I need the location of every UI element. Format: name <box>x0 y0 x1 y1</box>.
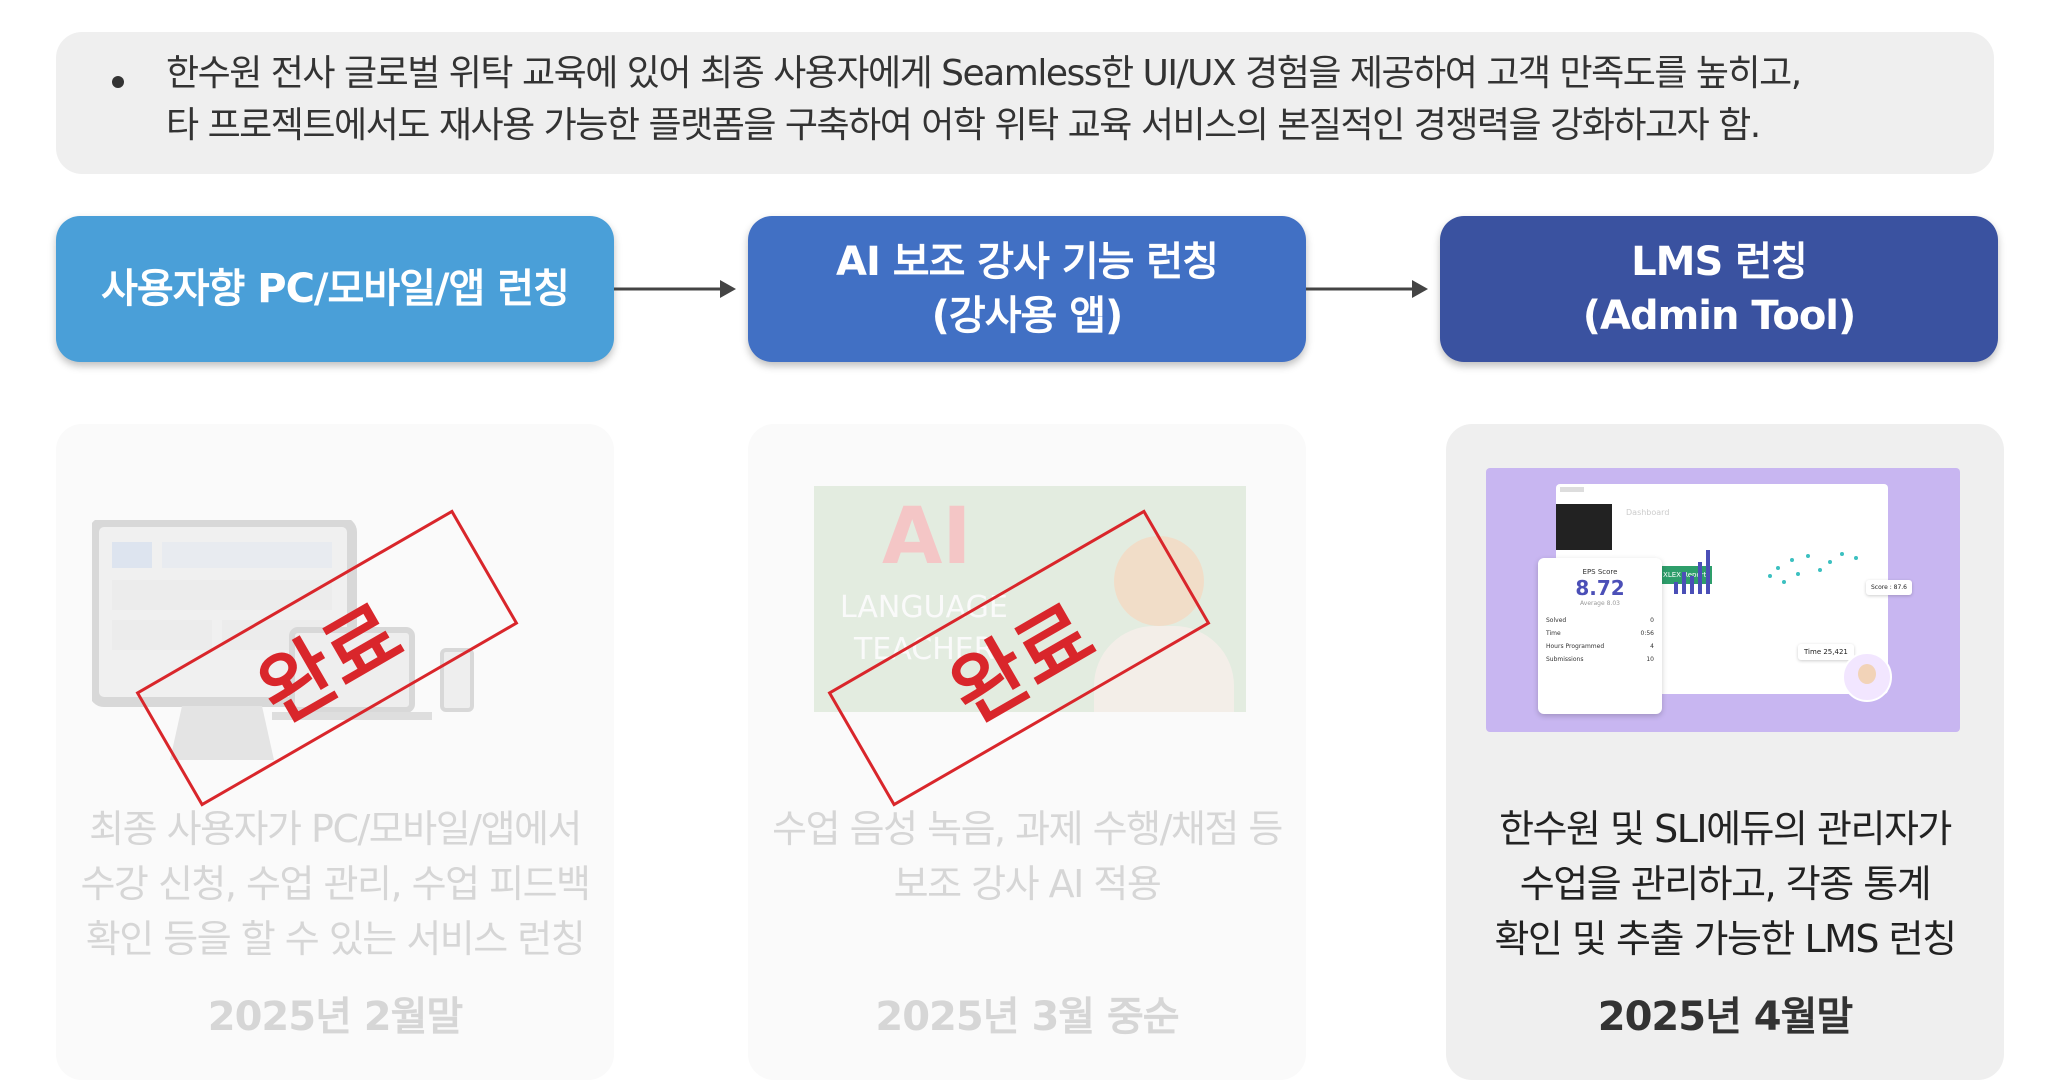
eps-average: Average 8.03 <box>1580 600 1620 607</box>
bar-chart-graphic <box>1674 550 1710 594</box>
card-description: 수업 음성 녹음, 과제 수행/채점 등 보조 강사 AI 적용 <box>748 802 1306 912</box>
image-teacher-text: TEACHER <box>854 632 995 667</box>
bullet-icon <box>112 76 124 88</box>
phase-title: 사용자향 PC/모바일/앱 런칭 <box>101 266 570 312</box>
desc-line: 수업을 관리하고, 각종 통계 <box>1519 862 1932 906</box>
ai-teacher-image: AI LANGUAGE TEACHER <box>814 486 1246 712</box>
desc-line: 확인 및 추출 가능한 LMS 런칭 <box>1494 917 1957 961</box>
card-ai-assistant: AI LANGUAGE TEACHER 수업 음성 녹음, 과제 수행/채점 등… <box>748 424 1306 1080</box>
arrow-right-icon <box>1306 280 1428 298</box>
desc-line: 수강 신청, 수업 관리, 수업 피드백 <box>80 862 591 906</box>
phase-subtitle: (강사용 앱) <box>931 293 1124 339</box>
phase-user-launch: 사용자향 PC/모바일/앱 런칭 <box>56 216 614 362</box>
card-lms: Dashboard Download XLEX Report EPS Score… <box>1446 424 2004 1080</box>
teacher-body <box>1094 626 1234 712</box>
image-language-text: LANGUAGE <box>840 590 1008 625</box>
desc-line: 확인 등을 할 수 있는 서비스 런칭 <box>85 917 586 961</box>
phase-title: AI 보조 강사 기능 런칭 <box>836 239 1219 285</box>
score-tooltip: Score : 87.6 <box>1866 580 1912 595</box>
card-date: 2025년 2월말 <box>207 994 464 1040</box>
intro-line-1: 한수원 전사 글로벌 위탁 교육에 있어 최종 사용자에게 Seamless한 … <box>166 53 1802 94</box>
teacher-figure <box>1114 536 1204 626</box>
desc-line: 보조 강사 AI 적용 <box>893 862 1162 906</box>
card-date: 2025년 3월 중순 <box>875 994 1179 1040</box>
phase-ai-assistant-launch: AI 보조 강사 기능 런칭 (강사용 앱) <box>748 216 1306 362</box>
eps-score-label: EPS Score <box>1582 568 1618 576</box>
phase-title: LMS 런칭 <box>1631 239 1808 285</box>
phase-subtitle: (Admin Tool) <box>1582 293 1857 339</box>
lms-dashboard-image: Dashboard Download XLEX Report EPS Score… <box>1486 468 1960 732</box>
arrow-right-icon <box>614 280 736 298</box>
phase-lms-launch: LMS 런칭 (Admin Tool) <box>1440 216 1998 362</box>
devices-illustration <box>92 520 474 760</box>
image-ai-text: AI <box>882 492 972 582</box>
card-description: 한수원 및 SLI에듀의 관리자가 수업을 관리하고, 각종 통계 확인 및 추… <box>1446 802 2004 967</box>
card-date: 2025년 4월말 <box>1597 994 1854 1040</box>
avatar <box>1842 652 1892 702</box>
eps-score-value: 8.72 <box>1575 576 1625 600</box>
card-description: 최종 사용자가 PC/모바일/앱에서 수강 신청, 수업 관리, 수업 피드백 … <box>56 802 614 967</box>
avatar-face <box>1858 664 1876 684</box>
intro-line-2: 타 프로젝트에서도 재사용 가능한 플랫폼을 구축하여 어학 위탁 교육 서비스… <box>166 105 1761 146</box>
desc-line: 한수원 및 SLI에듀의 관리자가 <box>1499 807 1952 851</box>
window-dots <box>1560 487 1584 492</box>
card-user-launch: 최종 사용자가 PC/모바일/앱에서 수강 신청, 수업 관리, 수업 피드백 … <box>56 424 614 1080</box>
time-tooltip: Time 25,421 <box>1798 644 1854 660</box>
desc-line: 수업 음성 녹음, 과제 수행/채점 등 <box>772 807 1283 851</box>
dashboard-sidebar <box>1556 504 1612 550</box>
dashboard-title: Dashboard <box>1626 508 1670 517</box>
desc-line: 최종 사용자가 PC/모바일/앱에서 <box>89 807 582 851</box>
intro-banner: 한수원 전사 글로벌 위탁 교육에 있어 최종 사용자에게 Seamless한 … <box>56 32 1994 174</box>
scatter-plot-graphic <box>1768 552 1858 584</box>
